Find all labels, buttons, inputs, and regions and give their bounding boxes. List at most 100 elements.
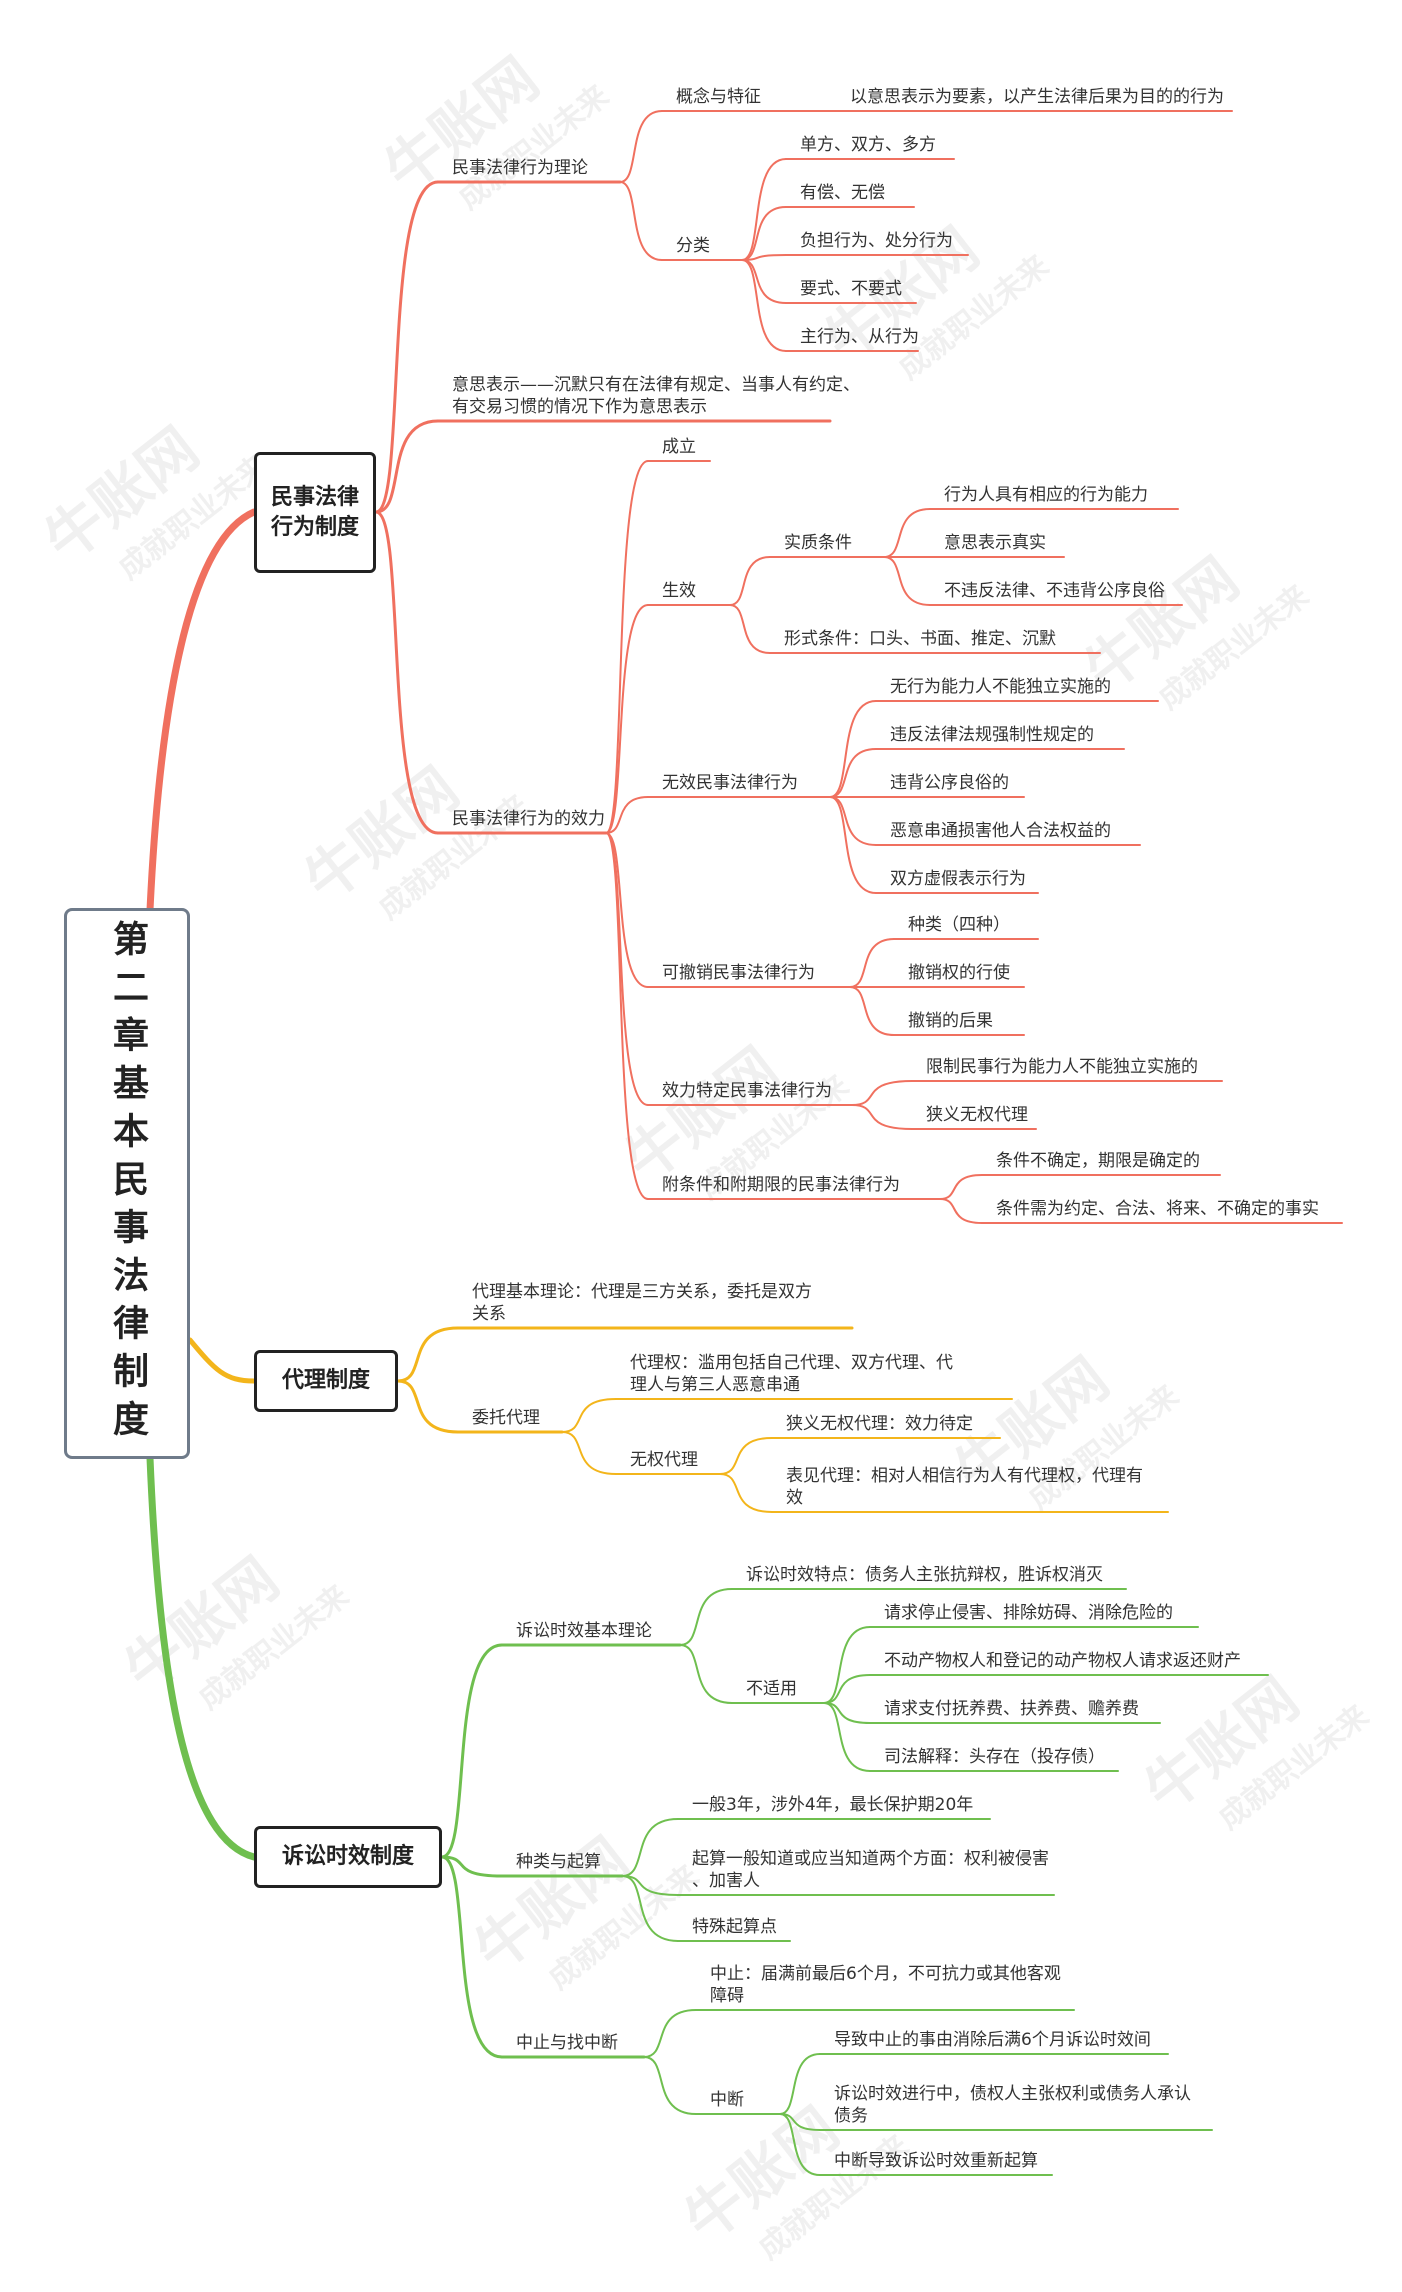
connector-line bbox=[741, 259, 787, 352]
node-agency-1[interactable]: 委托代理 bbox=[472, 1408, 540, 1428]
node-limitation-0-1[interactable]: 不适用 bbox=[746, 1679, 797, 1699]
connector-line bbox=[605, 832, 649, 988]
node-civil-2-3-0[interactable]: 种类（四种） bbox=[908, 915, 1010, 935]
connector-line bbox=[621, 1818, 679, 1877]
node-limitation-2[interactable]: 中止与找中断 bbox=[516, 2033, 618, 2053]
connector-line bbox=[729, 604, 771, 654]
connector-line bbox=[823, 1626, 871, 1704]
connector-line bbox=[374, 510, 440, 835]
connector-line bbox=[561, 1431, 617, 1475]
connector-line bbox=[719, 1437, 773, 1475]
connector-line bbox=[849, 938, 895, 988]
node-agency-0[interactable]: 代理基本理论：代理是三方关系，委托是双方关系 bbox=[472, 1282, 812, 1324]
node-civil-2-5-0[interactable]: 条件不确定，期限是确定的 bbox=[996, 1151, 1200, 1171]
node-civil-2-2[interactable]: 无效民事法律行为 bbox=[662, 773, 798, 793]
node-civil-2-3[interactable]: 可撤销民事法律行为 bbox=[662, 963, 815, 983]
connector-line bbox=[851, 1104, 913, 1130]
connector-line bbox=[605, 460, 649, 834]
connector-line bbox=[374, 419, 440, 514]
node-limitation-1-1[interactable]: 起算一般知道或应当知道两个方面：权利被侵害、加害人 bbox=[692, 1849, 1049, 1891]
node-civil-2[interactable]: 民事法律行为的效力 bbox=[452, 809, 605, 829]
node-limitation-1[interactable]: 种类与起算 bbox=[516, 1852, 601, 1872]
node-civil-2-1-0[interactable]: 实质条件 bbox=[784, 533, 852, 553]
node-civil-2-3-2[interactable]: 撤销的后果 bbox=[908, 1011, 993, 1031]
node-civil-2-5-1[interactable]: 条件需为约定、合法、将来、不确定的事实 bbox=[996, 1199, 1319, 1219]
connector-line bbox=[823, 1674, 871, 1704]
node-civil-2-4[interactable]: 效力特定民事法律行为 bbox=[662, 1081, 832, 1101]
connector-line bbox=[829, 796, 877, 846]
node-limitation-0-1-1[interactable]: 不动产物权人和登记的动产物权人请求返还财产 bbox=[884, 1651, 1241, 1671]
node-civil-2-2-0[interactable]: 无行为能力人不能独立实施的 bbox=[890, 677, 1111, 697]
node-limitation-2-1-2[interactable]: 中断导致诉讼时效重新起算 bbox=[834, 2151, 1038, 2171]
connector-line bbox=[643, 2056, 697, 2115]
node-civil-0-1-0[interactable]: 单方、双方、多方 bbox=[800, 135, 936, 155]
node-civil-2-4-0[interactable]: 限制民事行为能力人不能独立实施的 bbox=[926, 1057, 1198, 1077]
node-civil-0-1-1[interactable]: 有偿、无偿 bbox=[800, 183, 885, 203]
node-civil-2-1-0-1[interactable]: 意思表示真实 bbox=[944, 533, 1046, 553]
node-civil-0[interactable]: 民事法律行为理论 bbox=[452, 158, 588, 178]
node-limitation-1-0[interactable]: 一般3年，涉外4年，最长保护期20年 bbox=[692, 1795, 973, 1815]
node-agency-1-1[interactable]: 无权代理 bbox=[630, 1450, 698, 1470]
connector-line bbox=[621, 1875, 679, 1896]
node-civil-2-1[interactable]: 生效 bbox=[662, 581, 696, 601]
node-limitation-0-1-0[interactable]: 请求停止侵害、排除妨碍、消除危险的 bbox=[884, 1603, 1173, 1623]
connector-line bbox=[621, 1875, 679, 1942]
node-civil-2-2-2[interactable]: 违背公序良俗的 bbox=[890, 773, 1009, 793]
root-node[interactable]: 第二章基本民事法律制度 bbox=[64, 908, 190, 1459]
connector-line bbox=[605, 604, 649, 834]
branch-agency[interactable]: 代理制度 bbox=[254, 1350, 398, 1412]
node-agency-1-1-0[interactable]: 狭义无权代理：效力待定 bbox=[786, 1414, 973, 1434]
connector-line bbox=[883, 556, 931, 606]
node-civil-0-1-4[interactable]: 主行为、从行为 bbox=[800, 327, 919, 347]
node-civil-2-2-1[interactable]: 违反法律法规强制性规定的 bbox=[890, 725, 1094, 745]
connector-line bbox=[779, 2053, 821, 2115]
node-limitation-2-1[interactable]: 中断 bbox=[710, 2090, 744, 2110]
connector-line bbox=[741, 254, 787, 261]
node-civil-2-0[interactable]: 成立 bbox=[662, 437, 696, 457]
node-agency-1-1-1[interactable]: 表见代理：相对人相信行为人有代理权，代理有效 bbox=[786, 1466, 1143, 1508]
node-civil-2-1-1[interactable]: 形式条件：口头、书面、推定、沉默 bbox=[784, 629, 1056, 649]
connector-line bbox=[823, 1702, 871, 1724]
node-civil-2-3-1[interactable]: 撤销权的行使 bbox=[908, 962, 1010, 983]
node-limitation-2-1-0[interactable]: 导致中止的事由消除后满6个月诉讼时效间 bbox=[834, 2030, 1151, 2050]
connector-line bbox=[619, 110, 663, 183]
connector-line bbox=[619, 181, 663, 261]
connector-line bbox=[396, 1379, 460, 1434]
node-limitation-1-2[interactable]: 特殊起算点 bbox=[692, 1917, 777, 1937]
connector-line bbox=[396, 1326, 460, 1383]
connector-line bbox=[374, 180, 440, 514]
connector-line bbox=[187, 1337, 257, 1384]
connector-line bbox=[829, 700, 877, 798]
connector-line bbox=[719, 1473, 773, 1513]
node-civil-0-0[interactable]: 概念与特征 bbox=[676, 86, 761, 107]
node-limitation-0-1-3[interactable]: 司法解释：头存在（投存债） bbox=[884, 1747, 1105, 1767]
node-civil-0-1[interactable]: 分类 bbox=[676, 236, 710, 256]
connector-line bbox=[146, 1454, 258, 1861]
connector-line bbox=[823, 1702, 871, 1772]
connector-line bbox=[741, 158, 787, 261]
root-title: 第二章基本民事法律制度 bbox=[107, 919, 148, 1448]
node-civil-1[interactable]: 意思表示——沉默只有在法律有规定、当事人有约定、有交易习惯的情况下作为意思表示 bbox=[452, 375, 860, 417]
connector-line bbox=[643, 2009, 697, 2058]
node-civil-0-1-2[interactable]: 负担行为、处分行为 bbox=[800, 231, 953, 251]
connector-line bbox=[605, 832, 649, 1200]
connector-line bbox=[605, 796, 649, 834]
connector-line bbox=[849, 986, 895, 1036]
branch-limitation[interactable]: 诉讼时效制度 bbox=[254, 1826, 442, 1888]
branch-civil-juristic-acts[interactable]: 民事法律行为制度 bbox=[254, 452, 376, 573]
node-limitation-2-0[interactable]: 中止：届满前最后6个月，不可抗力或其他客观障碍 bbox=[710, 1964, 1061, 2006]
node-civil-0-0-0[interactable]: 以意思表示为要素，以产生法律后果为目的的行为 bbox=[850, 87, 1224, 107]
node-civil-2-2-3[interactable]: 恶意串通损害他人合法权益的 bbox=[890, 821, 1111, 841]
node-civil-0-1-3[interactable]: 要式、不要式 bbox=[800, 279, 902, 299]
node-limitation-0-0[interactable]: 诉讼时效特点：债务人主张抗辩权，胜诉权消灭 bbox=[746, 1565, 1103, 1585]
node-agency-1-0[interactable]: 代理权：滥用包括自己代理、双方代理、代理人与第三人恶意串通 bbox=[630, 1353, 953, 1395]
node-limitation-0-1-2[interactable]: 请求支付抚养费、扶养费、赡养费 bbox=[884, 1699, 1139, 1719]
node-civil-2-2-4[interactable]: 双方虚假表示行为 bbox=[890, 869, 1026, 889]
connector-line bbox=[829, 748, 877, 798]
node-civil-2-1-0-0[interactable]: 行为人具有相应的行为能力 bbox=[944, 485, 1148, 505]
node-limitation-0[interactable]: 诉讼时效基本理论 bbox=[516, 1621, 652, 1641]
node-civil-2-4-1[interactable]: 狭义无权代理 bbox=[926, 1105, 1028, 1125]
node-civil-2-5[interactable]: 附条件和附期限的民事法律行为 bbox=[662, 1175, 900, 1195]
node-civil-2-1-0-2[interactable]: 不违反法律、不违背公序良俗 bbox=[944, 581, 1165, 601]
node-limitation-2-1-1[interactable]: 诉讼时效进行中，债权人主张权利或债务人承认债务 bbox=[834, 2084, 1191, 2126]
